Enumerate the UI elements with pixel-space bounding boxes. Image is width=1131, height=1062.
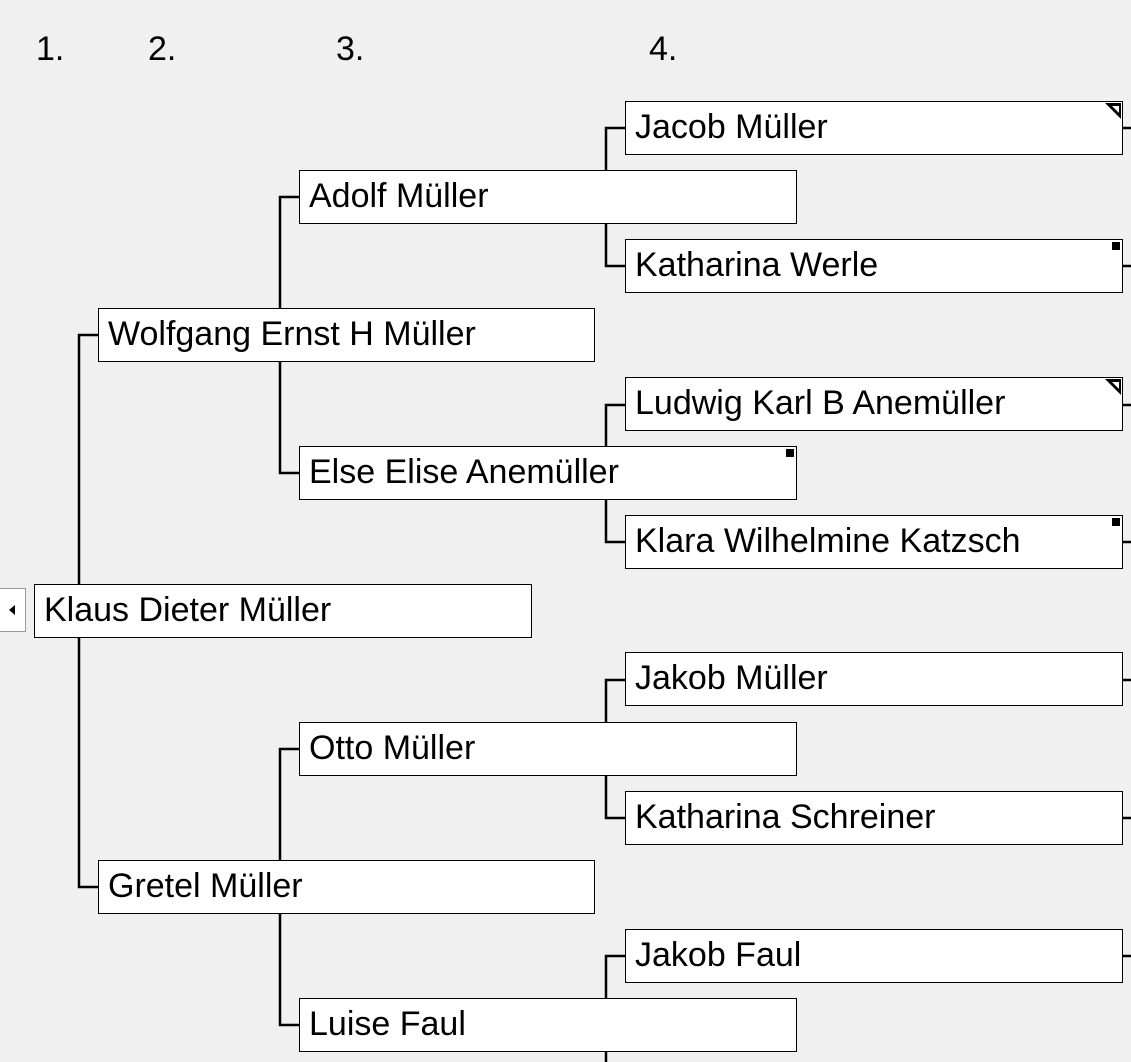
person-name: Katharina Schreiner [635, 798, 936, 836]
person-box-maternal-grandmother[interactable]: Luise Faul [299, 998, 797, 1052]
person-box-gen4-1[interactable]: Jacob Müller [625, 101, 1123, 155]
person-name: Katharina Werle [635, 246, 879, 284]
generation-label-1: 1. [36, 30, 65, 68]
arrow-left-icon [9, 605, 15, 615]
person-box-paternal-grandmother[interactable]: Else Elise Anemüller [299, 446, 797, 500]
person-name: Wolfgang Ernst H Müller [108, 315, 476, 353]
note-corner-icon [1105, 379, 1121, 395]
person-box-gen4-2[interactable]: Katharina Werle [625, 239, 1123, 293]
person-box-mother[interactable]: Gretel Müller [98, 860, 595, 914]
person-name: Klaus Dieter Müller [44, 591, 332, 629]
person-box-father[interactable]: Wolfgang Ernst H Müller [98, 308, 595, 362]
person-name: Jacob Müller [635, 108, 828, 146]
person-box-gen4-4[interactable]: Klara Wilhelmine Katzsch [625, 515, 1123, 569]
person-name: Ludwig Karl B Anemüller [635, 384, 1006, 422]
generation-label-4: 4. [649, 30, 678, 68]
person-box-gen4-7[interactable]: Jakob Faul [625, 929, 1123, 983]
person-name: Else Elise Anemüller [309, 453, 619, 491]
person-name: Jakob Müller [635, 659, 828, 697]
square-marker-icon [1112, 242, 1120, 250]
person-box-gen4-6[interactable]: Katharina Schreiner [625, 791, 1123, 845]
person-box-paternal-grandfather[interactable]: Adolf Müller [299, 170, 797, 224]
generation-label-2: 2. [148, 30, 177, 68]
person-name: Otto Müller [309, 729, 476, 767]
person-name: Adolf Müller [309, 177, 489, 215]
note-corner-icon [1105, 103, 1121, 119]
collapse-button[interactable] [0, 588, 26, 632]
person-name: Jakob Faul [635, 936, 802, 974]
square-marker-icon [786, 449, 794, 457]
person-name: Klara Wilhelmine Katzsch [635, 522, 1021, 560]
square-marker-icon [1112, 518, 1120, 526]
generation-label-3: 3. [336, 30, 365, 68]
person-box-gen4-5[interactable]: Jakob Müller [625, 652, 1123, 706]
person-name: Gretel Müller [108, 867, 303, 905]
person-name: Luise Faul [309, 1005, 466, 1043]
person-box-maternal-grandfather[interactable]: Otto Müller [299, 722, 797, 776]
person-box-gen4-3[interactable]: Ludwig Karl B Anemüller [625, 377, 1123, 431]
person-box-root[interactable]: Klaus Dieter Müller [34, 584, 532, 638]
